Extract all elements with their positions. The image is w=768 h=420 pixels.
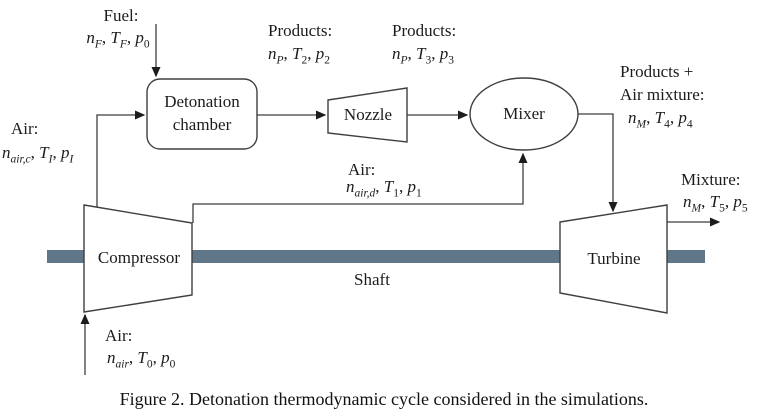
- mixer-name: Mixer: [503, 104, 545, 123]
- products-3-label: Products:: [392, 21, 457, 40]
- mixer-to-turbine-arrow: [578, 113, 618, 213]
- products-air-mixture-math: nM, T4, p4: [628, 108, 693, 131]
- shaft-name: Shaft: [354, 270, 390, 289]
- air-duct-label: Air:: [348, 160, 376, 179]
- compressor-shape: [83, 204, 193, 313]
- products-3-math: nP, T3, p3: [392, 44, 454, 67]
- figure-caption: Figure 2. Detonation thermodynamic cycle…: [119, 389, 649, 409]
- products-2-label: Products:: [268, 21, 333, 40]
- detonation-chamber-shape: [146, 78, 258, 150]
- compressor-name: Compressor: [97, 248, 181, 267]
- products-air-mixture-label-line2: Air mixture:: [620, 85, 705, 104]
- turbine-name: Turbine: [587, 249, 641, 268]
- air-duct-to-mixer-arrow: [192, 152, 528, 223]
- air-inlet-math: nair, T0, p0: [107, 348, 176, 371]
- turbine-shape: [559, 204, 668, 314]
- shaft-bar: [47, 250, 705, 263]
- nozzle-name: Nozzle: [343, 105, 393, 124]
- fuel-label: Fuel:: [103, 6, 139, 25]
- mixture-out-math: nM, T5, p5: [683, 192, 748, 215]
- products-2-math: nP, T2, p2: [268, 44, 330, 67]
- detonation-chamber-name: Detonation chamber: [164, 92, 240, 134]
- air-compressor-math: nair,c, TI, pI: [2, 143, 74, 166]
- products-air-mixture-label-line1: Products +: [620, 62, 694, 81]
- air-inlet-label: Air:: [105, 326, 133, 345]
- nozzle-shape: [327, 87, 408, 143]
- air-duct-math: nair,d, T1, p1: [346, 177, 422, 200]
- mixture-out-label: Mixture:: [681, 170, 741, 189]
- air-compressor-label: Air:: [11, 119, 39, 138]
- fuel-math: nF, TF, p0: [86, 28, 150, 51]
- air-compressor-to-chamber-arrow: [96, 110, 146, 207]
